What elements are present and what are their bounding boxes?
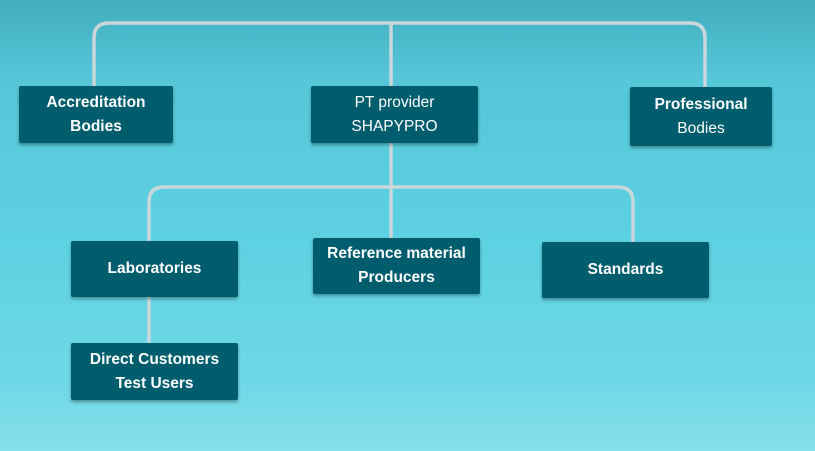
node-label-line: Standards [587, 261, 664, 278]
connector-top-bracket [92, 21, 707, 87]
node-label-line: Reference material [327, 245, 466, 262]
connector-lower-bracket [147, 185, 635, 242]
node-label-line: Professional [654, 95, 748, 113]
node-reference-material-producers: Reference material Producers [313, 238, 480, 294]
node-label-line: SHAPYPRO [351, 117, 438, 135]
node-label-line: Laboratories [107, 260, 202, 277]
node-label-line: Accreditation [46, 93, 146, 111]
node-label-line: Producers [358, 269, 435, 286]
node-label-line: PT provider [354, 93, 435, 111]
node-label-line: Bodies [70, 117, 122, 135]
node-label-line: Test Users [115, 374, 194, 392]
node-laboratories: Laboratories [71, 241, 238, 297]
node-standards: Standards [542, 242, 709, 298]
node-direct-customers: Direct Customers Test Users [71, 343, 238, 400]
node-label-line: Bodies [677, 119, 725, 137]
node-professional-bodies: Professional Bodies [630, 87, 772, 146]
node-pt-provider: PT provider SHAPYPRO [311, 86, 478, 143]
node-label-line: Direct Customers [89, 350, 220, 368]
node-accreditation-bodies: Accreditation Bodies [19, 86, 173, 143]
